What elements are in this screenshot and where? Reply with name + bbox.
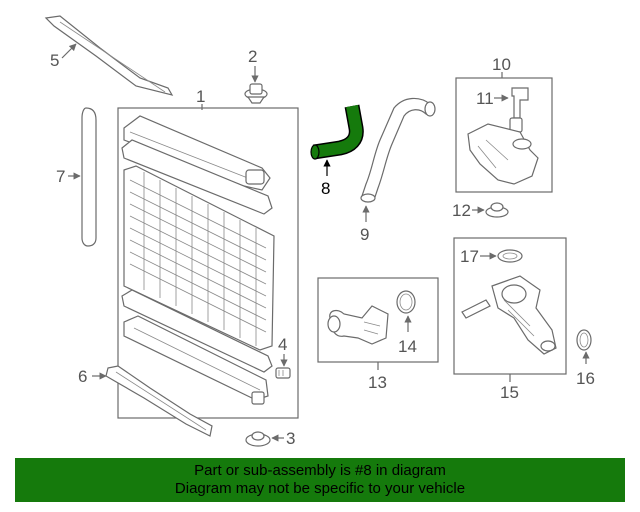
part-7-seal: 7 (56, 107, 97, 247)
callout-9: 9 (360, 225, 369, 244)
part-4-drain-plug: 4 (275, 335, 291, 379)
callout-10: 10 (492, 55, 511, 74)
part-2-clip: 2 (244, 47, 268, 104)
callout-8: 8 (321, 179, 330, 198)
callout-2: 2 (248, 47, 257, 66)
parts-diagram: 5 2 1 7 6 (44, 15, 595, 448)
banner-line-part: Part or sub-assembly is #8 in diagram (194, 462, 446, 479)
part-8-hose: 8 (310, 104, 364, 198)
part-1-radiator: 1 (117, 87, 299, 419)
part-3-grommet: 3 (245, 429, 295, 448)
callout-16: 16 (576, 369, 595, 388)
part-9-hose: 9 (360, 97, 436, 244)
callout-1: 1 (196, 87, 205, 106)
callout-11: 11 (476, 89, 494, 108)
banner-line-disclaimer: Diagram may not be specific to your vehi… (174, 480, 466, 497)
callout-7: 7 (56, 167, 65, 186)
info-banner: Part or sub-assembly is #8 in diagram Di… (15, 458, 625, 502)
callout-12: 12 (452, 201, 471, 220)
part-15-water-pump: 17 15 (453, 237, 567, 402)
callout-14: 14 (398, 337, 417, 356)
callout-5: 5 (50, 51, 59, 70)
callout-17: 17 (460, 247, 479, 266)
callout-13: 13 (368, 373, 387, 392)
callout-3: 3 (286, 429, 295, 448)
part-6-seal: 6 (78, 365, 213, 437)
part-13-thermostat: 14 13 (317, 277, 439, 392)
part-10-reservoir: 10 11 (455, 55, 553, 193)
callout-15: 15 (500, 383, 519, 402)
part-5-seal: 5 (44, 15, 174, 96)
part-12-grommet: 12 (452, 201, 509, 220)
callout-4: 4 (278, 335, 287, 354)
part-16-oring: 16 (576, 329, 595, 388)
callout-6: 6 (78, 367, 87, 386)
